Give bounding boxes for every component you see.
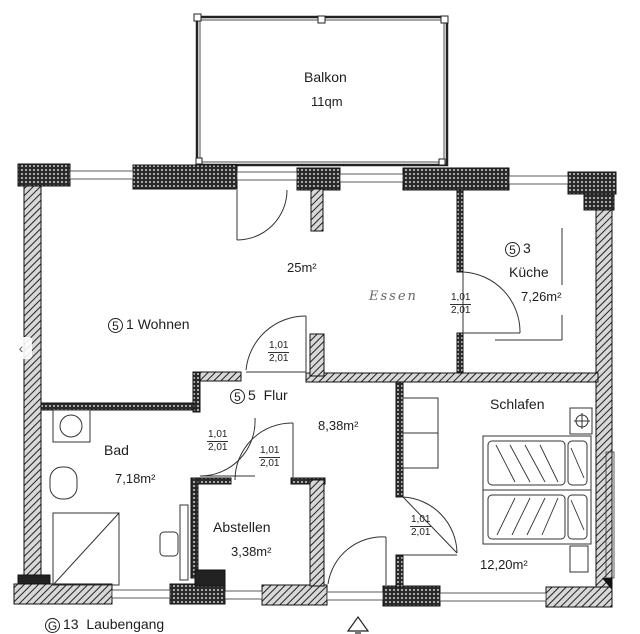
room-area-bad: 7,18m²: [115, 471, 156, 486]
exterior-wall-bottom: [13, 583, 613, 608]
bedroom-furniture: [402, 397, 615, 579]
room-area-flur: 8,38m²: [318, 418, 359, 433]
bathroom-fixtures: [49, 409, 189, 586]
room-area-kueche: 7,26m²: [521, 289, 562, 304]
room-marker-kueche: 5: [505, 241, 520, 257]
previous-image-button[interactable]: ‹: [10, 337, 32, 359]
room-name-abstellen: Abstellen: [213, 519, 271, 535]
room-marker-wohnen: 5: [108, 317, 123, 333]
corridor-marker: G: [45, 617, 60, 633]
kitchen-counter: [495, 228, 563, 341]
room-area-wohnen: 25m²: [287, 260, 317, 275]
exterior-wall-right: [583, 193, 615, 593]
door-swings: [199, 189, 521, 585]
room-name-schlafen: Schlafen: [490, 396, 545, 412]
room-name-bad: Bad: [104, 442, 129, 458]
wall-corner-marker: [602, 578, 612, 590]
interior-walls: [40, 188, 599, 588]
balcony-area: 11qm: [311, 94, 343, 109]
room-marker-flur: 5: [230, 388, 245, 404]
balcony: [193, 13, 449, 167]
room-name-flur: Flur: [263, 387, 288, 403]
handwritten-essen: Essen: [369, 289, 418, 304]
corridor-name: Laubengang: [86, 616, 165, 632]
balcony-name: Balkon: [304, 69, 347, 85]
room-area-abstellen: 3,38m²: [231, 544, 272, 559]
room-name-kueche: Küche: [509, 264, 549, 280]
room-area-schlafen: 12,20m²: [480, 557, 528, 572]
entrance-arrow-icon: [346, 615, 370, 634]
room-name-wohnen: Wohnen: [137, 316, 190, 332]
exterior-wall-top: [17, 163, 617, 195]
chevron-left-icon: ‹: [18, 340, 24, 356]
exterior-wall-left: [17, 185, 51, 598]
